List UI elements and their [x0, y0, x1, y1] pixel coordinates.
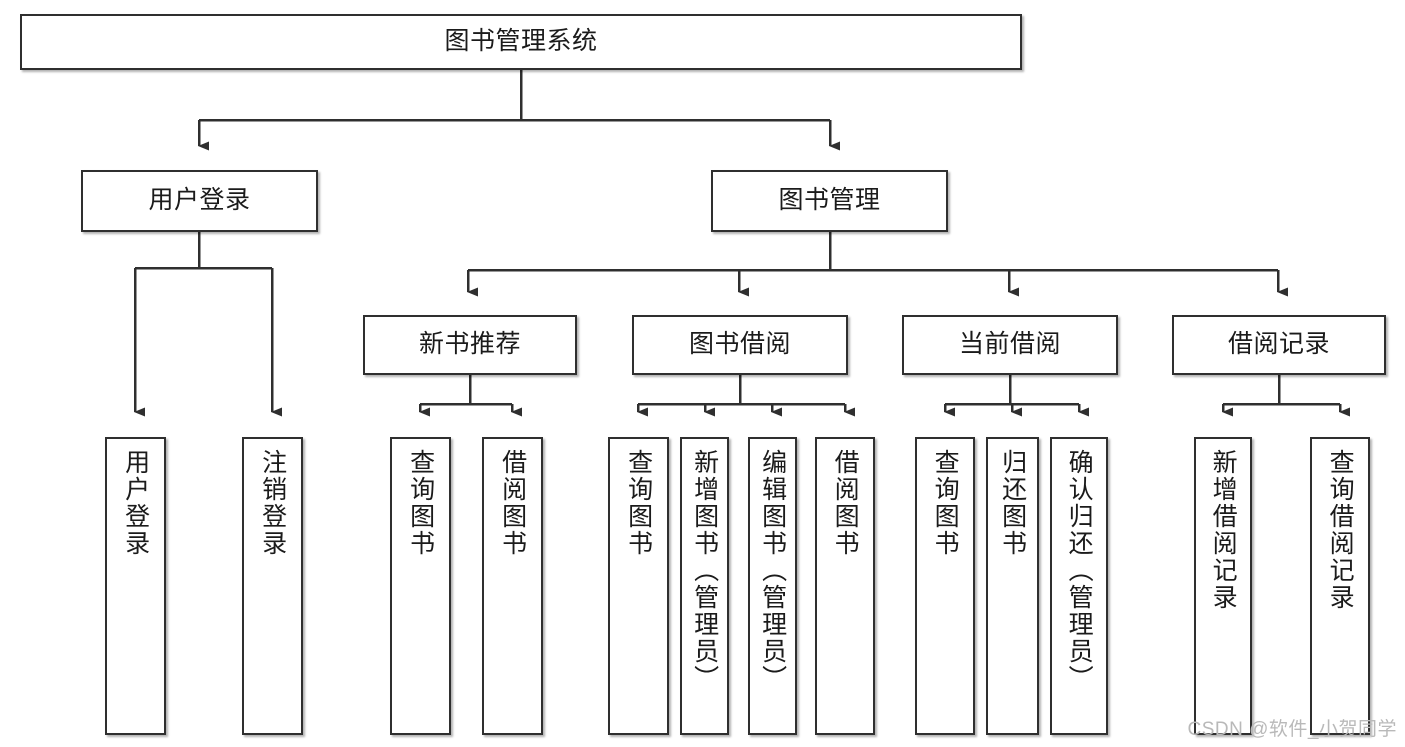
- node-label: 用户登录: [148, 186, 251, 215]
- node-label: 确认归还（管理员）: [1065, 449, 1094, 692]
- node-leaf-add-book-admin[interactable]: 新增图书（管理员）: [680, 437, 729, 735]
- node-label: 借阅图书: [498, 449, 527, 557]
- node-label: 编辑图书（管理员）: [758, 449, 787, 692]
- node-label: 借阅图书: [831, 449, 860, 557]
- node-leaf-return-book[interactable]: 归还图书: [986, 437, 1039, 735]
- node-label: 注销登录: [258, 449, 287, 557]
- node-new-book-recommend[interactable]: 新书推荐: [363, 315, 577, 375]
- node-book-management-system[interactable]: 图书管理系统: [20, 14, 1022, 70]
- node-label: 图书管理: [778, 186, 881, 215]
- node-book-management[interactable]: 图书管理: [711, 170, 948, 232]
- node-label: 新增图书（管理员）: [690, 449, 719, 692]
- node-borrow-record[interactable]: 借阅记录: [1172, 315, 1386, 375]
- node-label: 归还图书: [998, 449, 1027, 557]
- node-leaf-edit-book-admin[interactable]: 编辑图书（管理员）: [748, 437, 797, 735]
- node-label: 新增借阅记录: [1209, 449, 1238, 611]
- node-leaf-query-book-borrow[interactable]: 查询图书: [608, 437, 669, 735]
- node-label: 当前借阅: [958, 330, 1061, 359]
- node-label: 借阅记录: [1227, 330, 1330, 359]
- node-label: 用户登录: [121, 449, 150, 557]
- node-leaf-add-borrow-record[interactable]: 新增借阅记录: [1194, 437, 1252, 735]
- node-leaf-query-book-current[interactable]: 查询图书: [915, 437, 975, 735]
- node-book-borrow[interactable]: 图书借阅: [632, 315, 848, 375]
- node-label: 查询图书: [624, 449, 653, 557]
- node-leaf-query-book-recommend[interactable]: 查询图书: [390, 437, 451, 735]
- node-label: 查询图书: [406, 449, 435, 557]
- node-label: 查询图书: [931, 449, 960, 557]
- node-leaf-user-login[interactable]: 用户登录: [105, 437, 166, 735]
- watermark-text: CSDN @软件_小贺同学: [1187, 719, 1397, 740]
- node-label: 图书管理系统: [444, 27, 598, 56]
- node-leaf-borrow-book-recommend[interactable]: 借阅图书: [482, 437, 543, 735]
- node-label: 新书推荐: [418, 330, 521, 359]
- node-label: 图书借阅: [688, 330, 791, 359]
- node-leaf-query-borrow-record[interactable]: 查询借阅记录: [1310, 437, 1370, 735]
- node-label: 查询借阅记录: [1326, 449, 1355, 611]
- node-leaf-confirm-return-admin[interactable]: 确认归还（管理员）: [1050, 437, 1108, 735]
- node-current-borrow[interactable]: 当前借阅: [902, 315, 1118, 375]
- node-user-login[interactable]: 用户登录: [81, 170, 318, 232]
- node-leaf-borrow-book[interactable]: 借阅图书: [815, 437, 875, 735]
- node-leaf-logout-login[interactable]: 注销登录: [242, 437, 303, 735]
